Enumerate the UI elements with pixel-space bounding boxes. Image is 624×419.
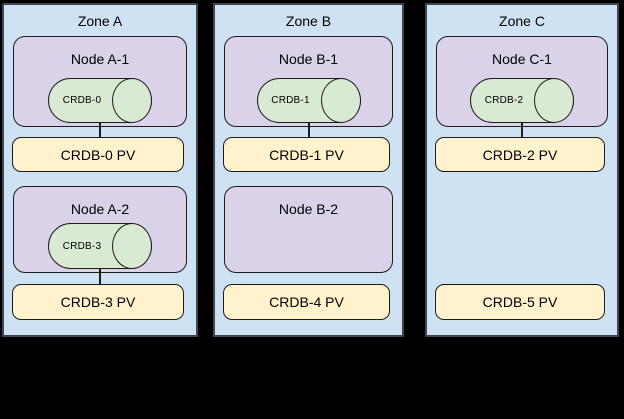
pod-to-pv-connector-line (307, 122, 310, 137)
cylinder-end-ellipse (534, 78, 574, 123)
crdb-pod-cylinder: CRDB-0 (48, 78, 152, 123)
node-label: Node C-1 (492, 51, 552, 67)
pod-label: CRDB-1 (271, 95, 310, 106)
pod-label: CRDB-3 (62, 240, 102, 252)
zone-label: Zone A (77, 13, 123, 29)
pv-label: CRDB-3 PV (60, 294, 136, 310)
pod-label: CRDB-2 (484, 95, 524, 106)
pv-box: CRDB-3 PV (12, 284, 184, 320)
zone-panel-c: Zone C Node C-1 CRDB-2 CRDB-2 PV CRDB-5 … (425, 3, 619, 337)
pod-to-pv-connector-line (99, 122, 101, 137)
zone-panel-a: Zone A Node A-1 CRDB-0 CRDB-0 PV Node A-… (2, 3, 198, 337)
pv-box: CRDB-5 PV (435, 284, 605, 320)
zone-panel-b: Zone B Node B-1 CRDB-1 CRDB-1 PV Node B-… (213, 3, 404, 337)
node-label: Node B-2 (278, 201, 339, 217)
pv-box: CRDB-4 PV (223, 284, 390, 320)
node-label: Node A-2 (70, 201, 130, 217)
pv-box: CRDB-0 PV (12, 137, 184, 172)
pv-box: CRDB-1 PV (223, 137, 390, 172)
node-label: Node B-1 (278, 51, 339, 67)
pod-label: CRDB-0 (62, 95, 102, 106)
pod-to-pv-connector-line (521, 122, 523, 137)
zone-label: Zone C (499, 13, 545, 29)
zone-label: Zone B (285, 13, 332, 29)
pv-box: CRDB-2 PV (435, 137, 605, 172)
pv-label: CRDB-2 PV (482, 146, 558, 163)
pod-to-pv-connector-line (99, 269, 101, 284)
node-box-b1: Node B-1 CRDB-1 (224, 36, 393, 127)
crdb-pod-cylinder: CRDB-1 (256, 78, 361, 123)
node-box-b2-empty: Node B-2 (224, 186, 393, 273)
pv-label: CRDB-0 PV (60, 146, 136, 163)
node-box-a1: Node A-1 CRDB-0 (13, 36, 187, 127)
crdb-pod-cylinder: CRDB-2 (470, 78, 574, 123)
node-box-a2: Node A-2 CRDB-3 (13, 186, 187, 273)
crdb-pod-cylinder: CRDB-3 (48, 223, 152, 269)
node-label: Node A-1 (70, 51, 130, 67)
cylinder-end-ellipse (112, 223, 152, 269)
pv-label: CRDB-5 PV (482, 294, 558, 310)
pv-label: CRDB-1 PV (269, 146, 344, 163)
cylinder-end-ellipse (320, 78, 361, 123)
pv-label: CRDB-4 PV (269, 294, 344, 310)
node-box-c1: Node C-1 CRDB-2 (436, 36, 608, 127)
cylinder-end-ellipse (112, 78, 152, 123)
